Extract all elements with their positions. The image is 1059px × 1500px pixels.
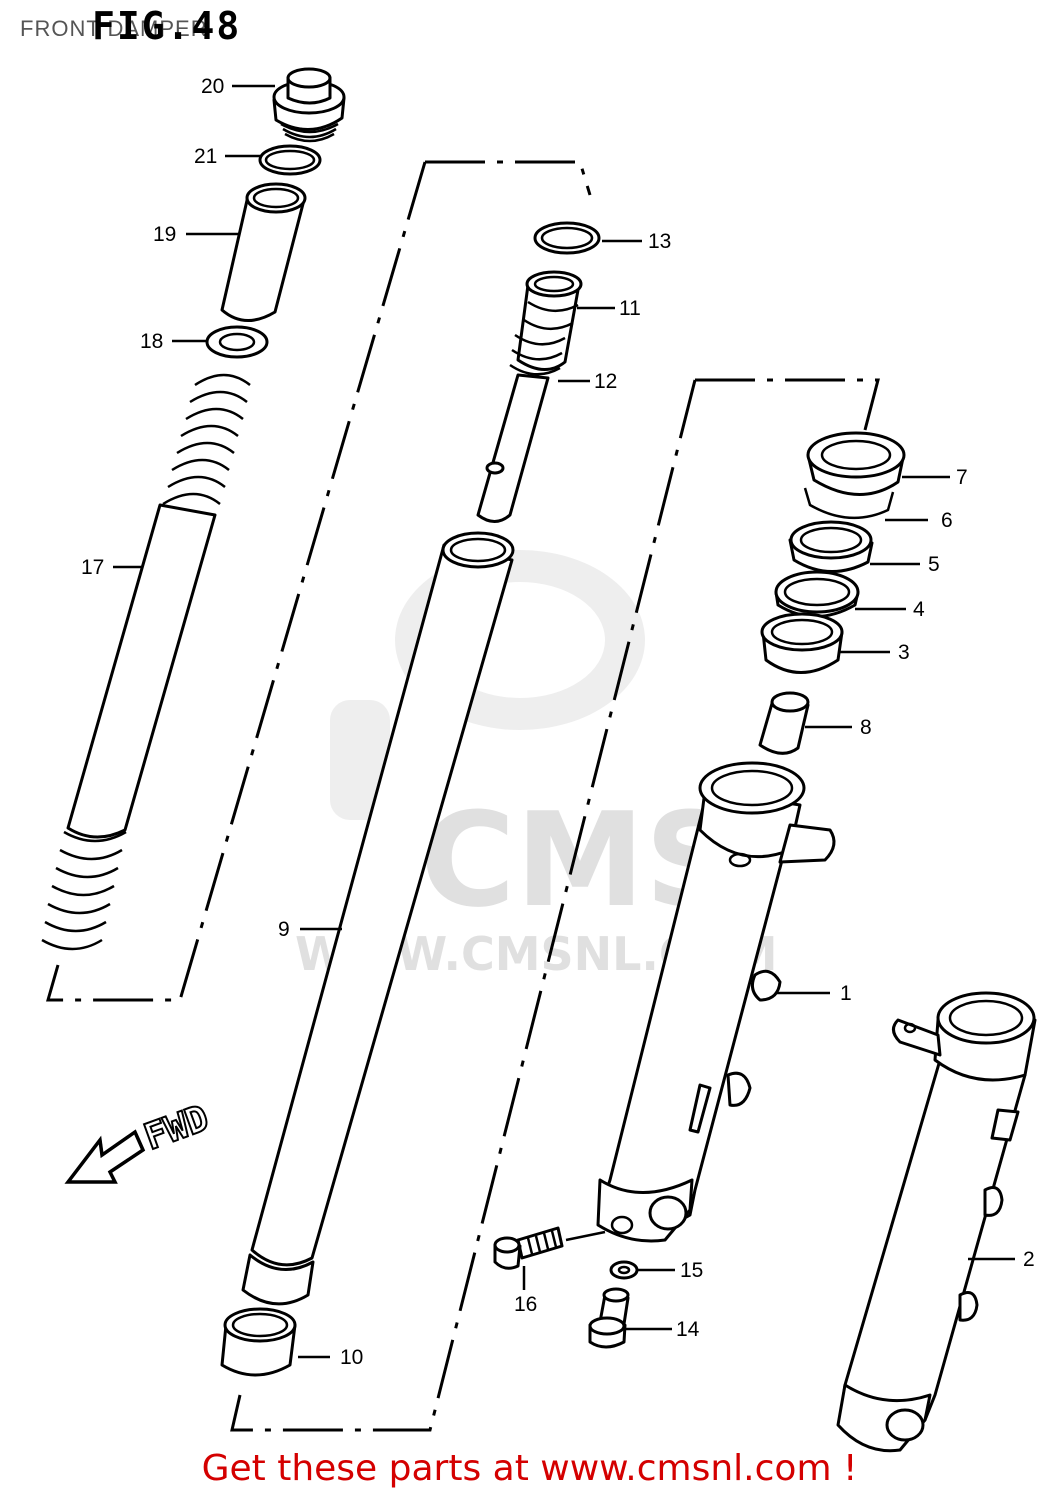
part-labels: 20 21 19 18 17 13 11 12 7 6 5 4 3 8 9 1 …	[81, 75, 1035, 1369]
label-part-4: 4	[913, 598, 925, 621]
page-title: FRONT DAMPER	[20, 16, 208, 41]
part-14-bolt	[588, 1287, 630, 1349]
label-part-8: 8	[860, 716, 872, 739]
part-8-collar	[758, 691, 810, 755]
label-part-16: 16	[514, 1293, 537, 1316]
figure-number: FIG.48	[92, 4, 242, 48]
label-part-5: 5	[928, 553, 940, 576]
part-3-bushing	[760, 612, 844, 674]
part-20-cap-bolt	[272, 67, 346, 143]
fwd-direction-indicator: FWD	[64, 1097, 215, 1184]
label-part-15: 15	[680, 1259, 703, 1282]
label-part-1: 1	[840, 982, 852, 1005]
part-10-bushing	[220, 1307, 297, 1377]
part-4-ring	[774, 570, 860, 618]
part-13-inner	[540, 226, 594, 250]
label-part-11: 11	[619, 297, 641, 320]
part-15-washer	[609, 1260, 639, 1280]
part-19-spacer	[220, 182, 307, 322]
label-part-17: 17	[81, 556, 104, 579]
label-part-6: 6	[941, 509, 953, 532]
label-part-14: 14	[676, 1318, 700, 1341]
label-part-13: 13	[648, 230, 671, 253]
footer-promo-text[interactable]: Get these parts at www.cmsnl.com !	[201, 1448, 858, 1489]
part-18-inner	[218, 332, 256, 352]
label-part-12: 12	[594, 370, 617, 393]
part-1-outer-tube	[596, 761, 836, 1243]
part-11-12-damper-rod	[476, 270, 583, 523]
part-18-washer	[205, 325, 269, 359]
part-5-washer	[788, 520, 874, 573]
label-part-20: 20	[201, 75, 224, 98]
label-part-3: 3	[898, 641, 910, 664]
part-2-outer-tube	[836, 991, 1037, 1453]
part-21-inner	[264, 149, 316, 171]
part-7-oil-seal	[806, 431, 906, 496]
part-9-inner-tube	[241, 531, 515, 1306]
part-16-bolt-drawn	[493, 1226, 564, 1270]
label-part-7: 7	[956, 466, 968, 489]
group-brackets	[46, 160, 880, 1432]
label-part-2: 2	[1023, 1248, 1035, 1271]
label-part-18: 18	[140, 330, 163, 353]
label-part-19: 19	[153, 223, 176, 246]
part-15-inner	[617, 1265, 631, 1275]
label-part-10: 10	[340, 1346, 363, 1369]
fwd-label: FWD	[139, 1098, 214, 1159]
part-6-seal-clip	[803, 487, 895, 520]
label-part-9: 9	[278, 918, 290, 941]
part-17-fork-spring	[41, 373, 251, 951]
label-part-21: 21	[194, 145, 217, 168]
leader-lines	[113, 84, 1015, 1359]
